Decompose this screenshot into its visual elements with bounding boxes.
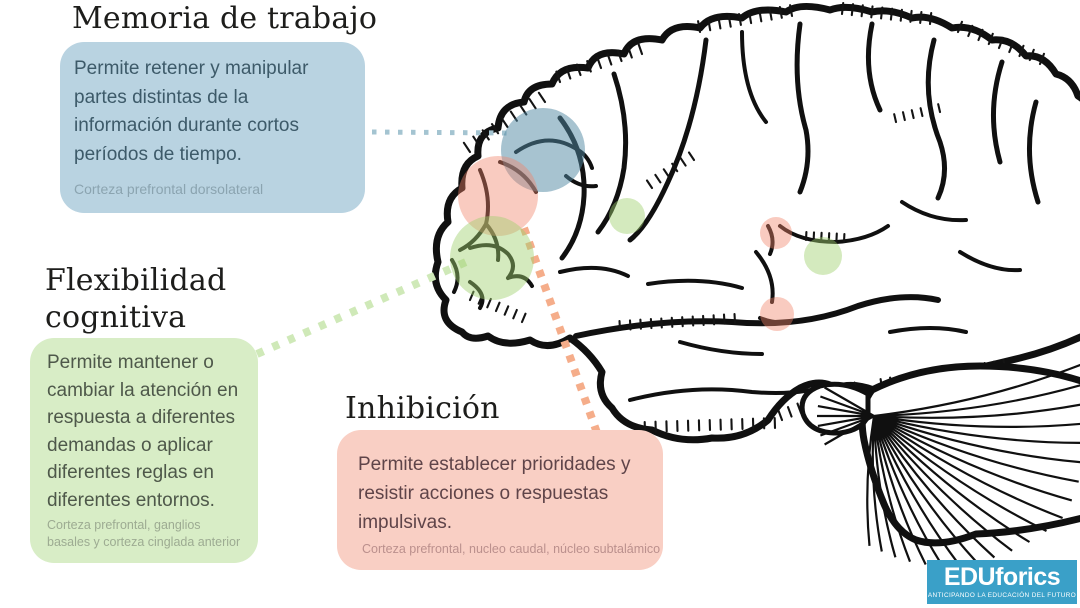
eduforics-logo-name: EDUforics [943,563,1061,591]
highlight-inhibition-frontal [458,156,538,236]
highlight-inhibition-mid-2 [760,297,794,331]
highlight-flexibility-frontal [450,216,534,300]
working-memory-connector [371,129,509,136]
inhibition-card: Permite establecer prioridades y resisti… [337,430,663,570]
cerebellum-sketch [799,362,1080,567]
connector-lines [255,129,605,446]
highlight-flexibility-small-2 [804,237,842,275]
inhibition-description: Permite establecer prioridades y resisti… [358,454,631,533]
inhibition-region-label: Corteza prefrontal, nucleo caudal, núcle… [362,542,661,556]
cognitive-flexibility-description: Permite mantener o cambiar la atención e… [47,352,239,511]
brain-region-highlights [450,108,842,331]
eduforics-logo-tagline: ANTICIPANDO LA EDUCACIÓN DEL FUTURO [927,592,1077,599]
cognitive-flexibility-title: Flexibilidad cognitiva [45,263,227,335]
flexibility-connector [255,258,468,358]
working-memory-title: Memoria de trabajo [72,1,378,36]
working-memory-region-label: Corteza prefrontal dorsolateral [74,181,264,197]
cognitive-flexibility-region-label: Corteza prefrontal, ganglios basales y c… [47,518,241,549]
cerebellum-fan-lines [817,363,1080,567]
highlight-working-memory [501,108,585,192]
working-memory-card: Permite retener y manipular partes disti… [60,42,365,213]
working-memory-description: Permite retener y manipular partes disti… [74,58,309,165]
highlight-inhibition-mid-1 [760,217,792,249]
cognitive-flexibility-card: Permite mantener o cambiar la atención e… [30,338,258,563]
highlight-flexibility-small-1 [609,198,645,234]
eduforics-logo: EDUforics ANTICIPANDO LA EDUCACIÓN DEL F… [927,560,1077,604]
inhibition-title: Inhibición [345,391,500,426]
